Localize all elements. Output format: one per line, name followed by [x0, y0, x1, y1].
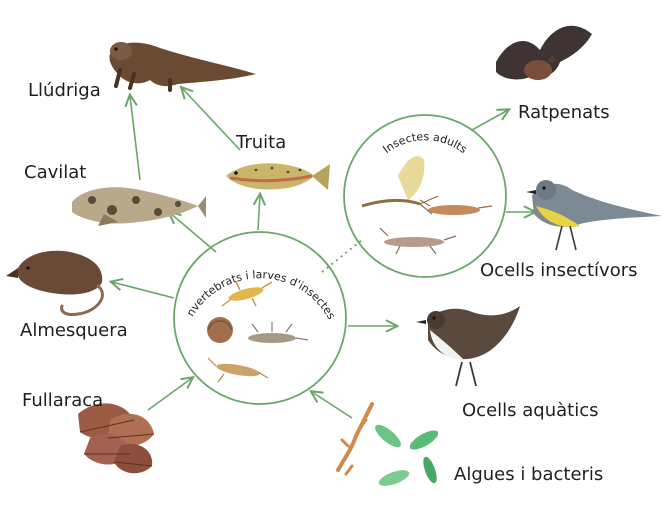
- arrow-inv-to-cavilat: [170, 213, 216, 252]
- arrow-cavilat-to-lludriga: [130, 96, 140, 180]
- bat-illustration: [496, 26, 592, 80]
- algae-bacteria-illustration: [338, 404, 441, 489]
- dotted-link-inv-to-insects: [322, 240, 362, 272]
- label-cavilat: Cavilat: [24, 162, 86, 183]
- label-ratpenats: Ratpenats: [518, 102, 610, 123]
- arrow-insects-to-ratpenats: [472, 110, 508, 130]
- arrow-fullaraca-to-inv: [148, 378, 192, 410]
- leaf-litter-illustration: [78, 403, 154, 473]
- adult-insects-illustration: [362, 156, 492, 254]
- arrow-inv-to-truita: [258, 195, 260, 230]
- adult-insects-circle-label: Insectes adults: [380, 130, 469, 156]
- wagtail-illustration: [526, 180, 662, 250]
- label-almesquera: Almesquera: [20, 320, 128, 341]
- trout-illustration: [226, 163, 330, 190]
- otter-illustration: [109, 42, 256, 90]
- dipper-illustration: [416, 306, 520, 386]
- desman-illustration: [6, 251, 102, 315]
- label-truita: Truita: [235, 132, 286, 153]
- arrow-inv-to-almesquera: [112, 282, 174, 298]
- invertebrates-circle: [174, 232, 346, 404]
- bullhead-illustration: [72, 187, 206, 226]
- label-ocells-aquatics: Ocells aquàtics: [462, 400, 598, 421]
- arrow-truita-to-lludriga: [182, 88, 240, 150]
- arrow-algues-to-inv: [312, 392, 352, 418]
- invertebrates-illustration: [207, 282, 308, 382]
- label-algues-bacteris: Algues i bacteris: [454, 464, 603, 485]
- label-lludriga: Llúdriga: [28, 80, 101, 101]
- label-ocells-insectivors: Ocells insectívors: [480, 260, 638, 281]
- label-fullaraca: Fullaraca: [22, 390, 103, 411]
